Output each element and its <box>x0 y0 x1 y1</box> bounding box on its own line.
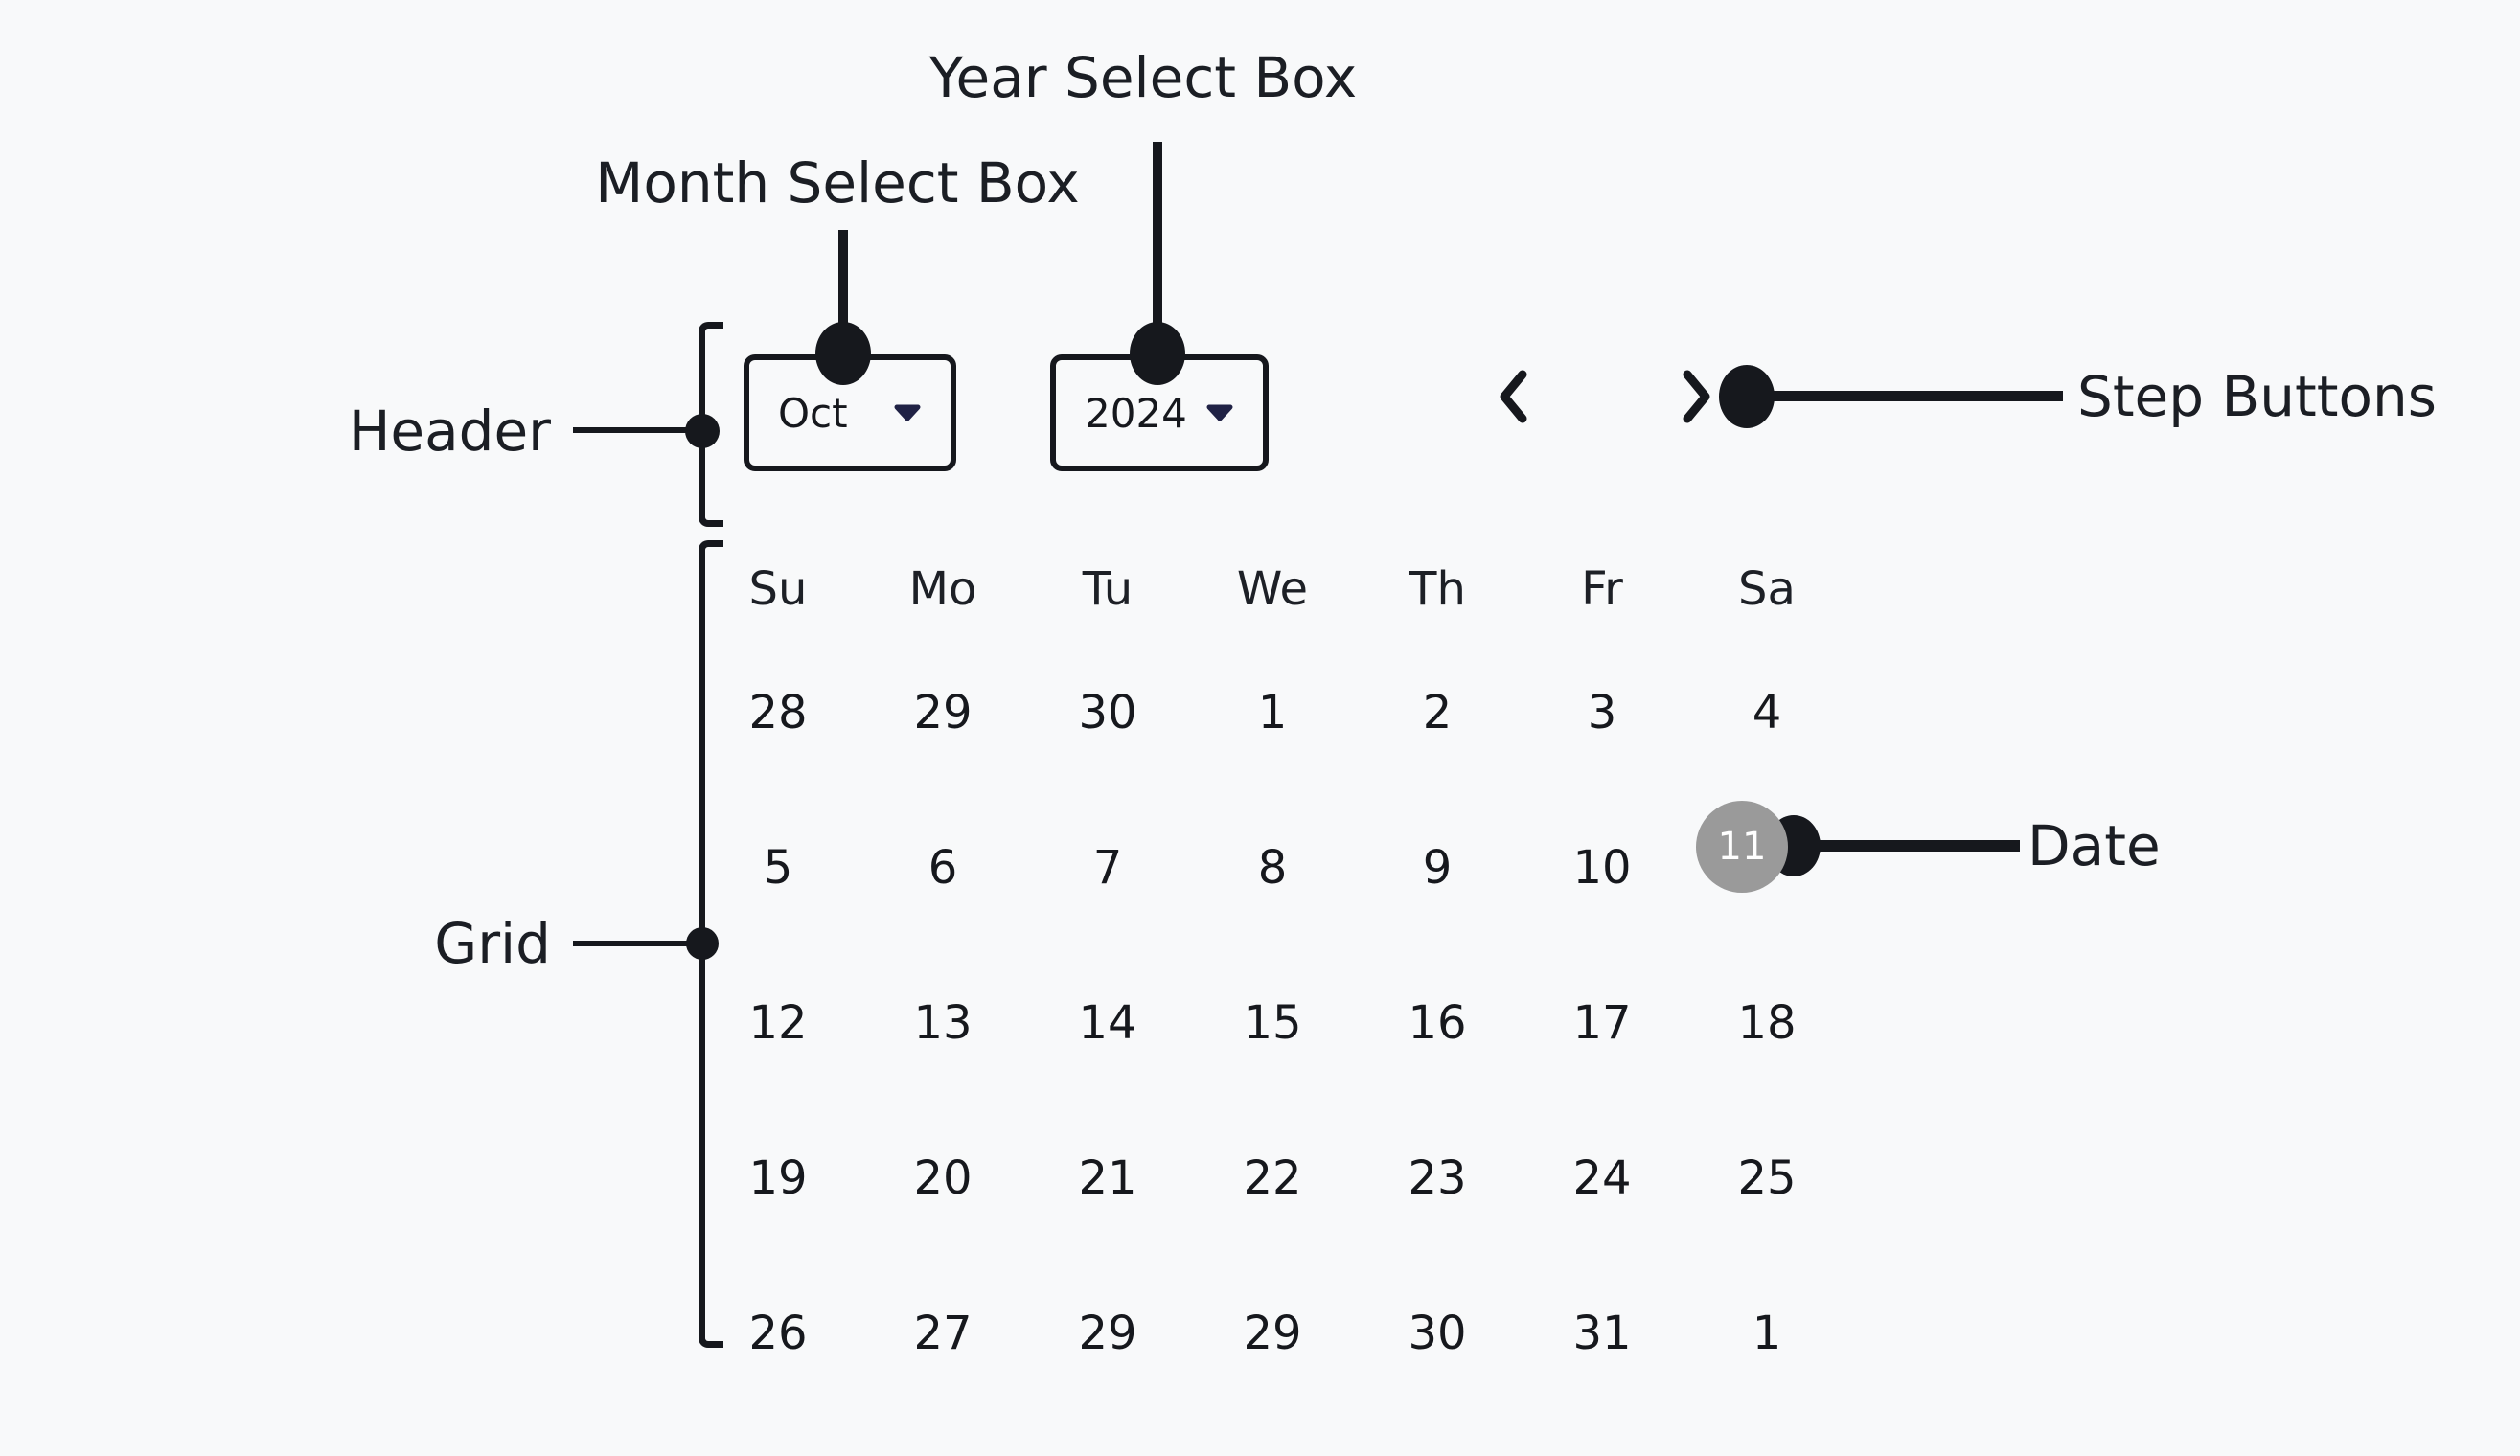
calendar-day-cell[interactable]: 30 <box>1078 686 1137 739</box>
weekday-label-fr: Fr <box>1581 562 1623 616</box>
calendar-day-cell[interactable]: 30 <box>1408 1307 1467 1360</box>
calendar-day-cell: 11 <box>1684 790 1849 945</box>
calendar-day-cell[interactable]: 9 <box>1422 841 1453 895</box>
calendar-day-cell[interactable]: 2 <box>1422 686 1453 739</box>
calendar-day-cell[interactable]: 31 <box>1572 1307 1632 1360</box>
calendar-day-cell[interactable]: 6 <box>928 841 958 895</box>
calendar-grid: 28 29 30 1 2 3 4 5 6 7 8 9 10 11 12 13 1… <box>696 635 1849 1411</box>
calendar-day-cell[interactable]: 29 <box>913 686 973 739</box>
weekday-label-su: Su <box>748 562 808 616</box>
calendar-day-cell[interactable]: 1 <box>1257 686 1288 739</box>
calendar-day-cell[interactable]: 27 <box>913 1307 973 1360</box>
calendar-day-cell[interactable]: 5 <box>763 841 793 895</box>
calendar-day-cell[interactable]: 14 <box>1078 996 1137 1050</box>
calendar-day-cell[interactable]: 13 <box>913 996 973 1050</box>
calendar-day-cell[interactable]: 29 <box>1078 1307 1137 1360</box>
calendar-day-cell[interactable]: 29 <box>1243 1307 1302 1360</box>
callout-line-grid <box>573 941 701 946</box>
annotation-grid: Grid <box>434 911 551 976</box>
annotation-month-select-box: Month Select Box <box>595 150 1080 216</box>
calendar-day-cell[interactable]: 23 <box>1408 1151 1467 1205</box>
year-select-value: 2024 <box>1085 389 1187 437</box>
selected-date[interactable]: 11 <box>1696 801 1788 893</box>
callout-line-month <box>838 230 848 333</box>
callout-line-header <box>573 427 701 433</box>
calendar-day-cell[interactable]: 18 <box>1737 996 1797 1050</box>
calendar-day-cell[interactable]: 24 <box>1572 1151 1632 1205</box>
weekday-header-row: Su Mo Tu We Th Fr Sa <box>696 560 1849 618</box>
calendar-day-cell[interactable]: 17 <box>1572 996 1632 1050</box>
calendar-day-cell[interactable]: 4 <box>1752 686 1782 739</box>
month-select-box[interactable]: Oct <box>744 354 956 471</box>
month-select-value: Oct <box>778 389 848 437</box>
calendar-day-cell[interactable]: 19 <box>748 1151 808 1205</box>
calendar-day-cell[interactable]: 7 <box>1092 841 1123 895</box>
calendar-day-cell[interactable]: 12 <box>748 996 808 1050</box>
prev-step-button[interactable] <box>1491 368 1535 425</box>
calendar-day-cell[interactable]: 28 <box>748 686 808 739</box>
calendar-day-cell[interactable]: 10 <box>1572 841 1632 895</box>
grid-bracket <box>699 540 723 1348</box>
calendar-day-cell[interactable]: 25 <box>1737 1151 1797 1205</box>
callout-line-step-buttons <box>1747 391 2063 401</box>
weekday-label-tu: Tu <box>1082 562 1134 616</box>
weekday-label-sa: Sa <box>1738 562 1796 616</box>
annotation-step-buttons: Step Buttons <box>2077 364 2437 429</box>
annotation-date: Date <box>2027 813 2161 878</box>
calendar-day-cell[interactable]: 22 <box>1243 1151 1302 1205</box>
annotation-year-select-box: Year Select Box <box>928 45 1358 110</box>
annotation-header: Header <box>348 398 551 464</box>
callout-line-date <box>1794 840 2020 852</box>
calendar-day-cell[interactable]: 21 <box>1078 1151 1137 1205</box>
chevron-right-icon <box>1683 370 1710 423</box>
callout-line-year <box>1153 142 1162 335</box>
weekday-label-we: We <box>1236 562 1309 616</box>
callout-dot-month <box>815 322 871 385</box>
year-select-box[interactable]: 2024 <box>1050 354 1269 471</box>
weekday-label-mo: Mo <box>908 562 977 616</box>
chevron-left-icon <box>1500 370 1527 423</box>
calendar-day-cell[interactable]: 26 <box>748 1307 808 1360</box>
callout-dot-year <box>1130 322 1185 385</box>
calendar-day-cell[interactable]: 8 <box>1257 841 1288 895</box>
next-step-button[interactable] <box>1675 368 1719 425</box>
calendar-day-cell[interactable]: 15 <box>1243 996 1302 1050</box>
calendar-day-cell[interactable]: 3 <box>1587 686 1617 739</box>
header-bracket <box>699 322 723 527</box>
calendar-day-cell[interactable]: 16 <box>1408 996 1467 1050</box>
calendar-day-cell[interactable]: 1 <box>1752 1307 1782 1360</box>
year-dropdown-caret-icon <box>1205 403 1234 422</box>
calendar-day-cell[interactable]: 20 <box>913 1151 973 1205</box>
month-dropdown-caret-icon <box>893 403 922 422</box>
weekday-label-th: Th <box>1409 562 1466 616</box>
